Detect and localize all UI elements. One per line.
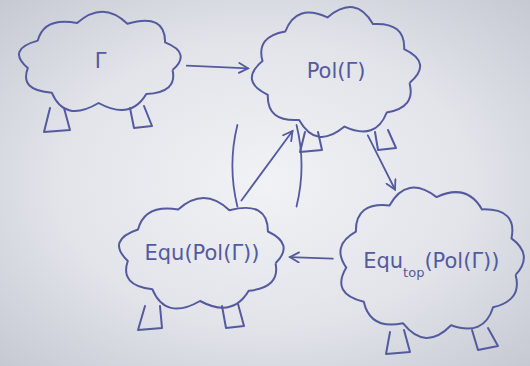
subscript-text: top bbox=[403, 265, 424, 280]
sheep-leg bbox=[300, 132, 322, 152]
sheep-node: Equtop(Pol(Γ)) bbox=[337, 188, 526, 336]
arrow-connector bbox=[290, 257, 333, 259]
connector-group bbox=[232, 125, 301, 206]
node-label: Equtop(Pol(Γ)) bbox=[363, 249, 499, 274]
sheep-leg bbox=[44, 108, 70, 132]
arrow-connector bbox=[368, 135, 395, 189]
connector-group bbox=[187, 66, 248, 69]
node-label: Pol(Γ) bbox=[307, 59, 366, 84]
sheep-leg bbox=[472, 328, 498, 350]
sheep-leg bbox=[138, 306, 162, 330]
label-text: Equ bbox=[363, 249, 403, 273]
parenthesis-marks bbox=[232, 125, 301, 206]
sheep-leg bbox=[386, 330, 410, 354]
arrow-connector bbox=[187, 66, 248, 69]
label-text: Pol(Γ) bbox=[307, 59, 366, 83]
connector-group bbox=[368, 135, 395, 189]
arrow-connector bbox=[241, 131, 292, 201]
node-label: Γ bbox=[95, 49, 107, 74]
sheep-leg bbox=[375, 130, 396, 150]
label-text: Γ bbox=[95, 49, 107, 73]
connector-group bbox=[290, 257, 333, 259]
sheep-node: Equ(Pol(Γ)) bbox=[118, 198, 286, 310]
sheep-node: Pol(Γ) bbox=[252, 8, 420, 136]
sheep-node: Γ bbox=[18, 12, 183, 112]
label-text: (Pol(Γ)) bbox=[424, 249, 499, 273]
node-label: Equ(Pol(Γ)) bbox=[145, 241, 260, 266]
sheep-leg bbox=[130, 106, 152, 128]
label-text: Equ(Pol(Γ)) bbox=[145, 241, 260, 265]
